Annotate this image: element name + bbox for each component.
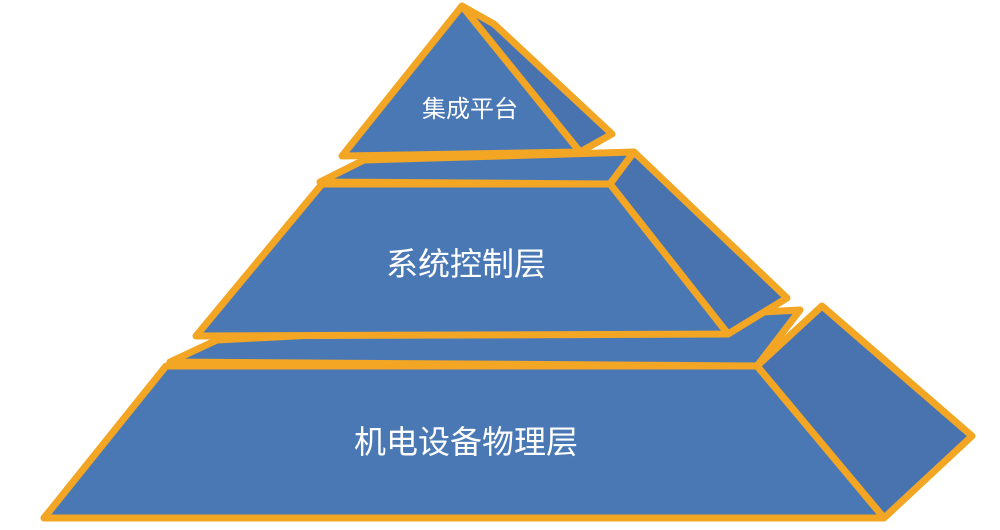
layer-control-label: 系统控制层 bbox=[386, 245, 546, 283]
layer-platform-front-face bbox=[338, 2, 584, 160]
layer-platform-label: 集成平台 bbox=[422, 95, 518, 123]
layer-physical-label: 机电设备物理层 bbox=[354, 423, 578, 461]
layer-physical-front-face bbox=[40, 362, 888, 522]
layer-integration-platform: 集成平台 bbox=[338, 2, 616, 160]
layer-control-front-face bbox=[192, 180, 732, 340]
layer-system-control: 系统控制层 bbox=[192, 148, 791, 340]
layer-physical-equipment: 机电设备物理层 bbox=[40, 302, 976, 522]
